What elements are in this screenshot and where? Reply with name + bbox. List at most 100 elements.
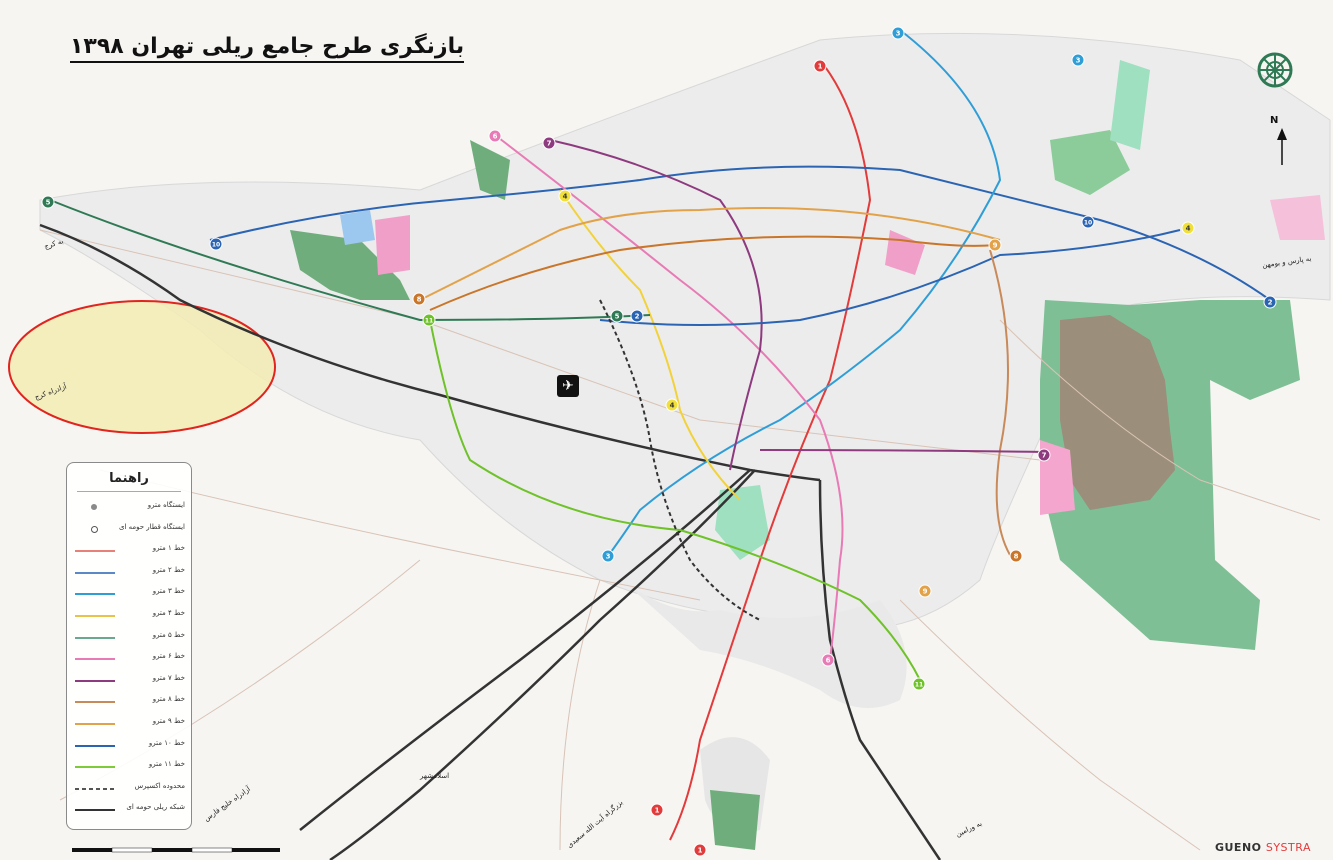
metro-line-badge[interactable]: 3 — [891, 26, 905, 40]
legend-item: خط ۹ مترو — [75, 717, 185, 731]
urban-area-south — [600, 560, 907, 708]
metro-line-badge-circle — [1263, 295, 1277, 309]
line-swatch — [75, 679, 115, 682]
legend-item: خط ۴ مترو — [75, 609, 185, 623]
metro-line-badge-circle — [630, 309, 644, 323]
metro-line-badge-label: 1 — [698, 847, 703, 855]
legend-item-label: خط ۵ مترو — [152, 630, 185, 639]
district-label-islamshahr: اسلامشهر — [420, 772, 450, 780]
park-islamshahr — [710, 790, 760, 850]
metro-line-badge-label: 11 — [425, 318, 433, 325]
line-swatch — [75, 636, 115, 639]
legend-item-label: خط ۹ مترو — [152, 717, 185, 725]
systra-logo: GUENO SYSTRA — [1215, 841, 1311, 854]
metro-line-5 — [49, 199, 651, 322]
metro-line-badge[interactable]: 1 — [693, 843, 707, 857]
metro-line-badge-circle — [813, 59, 827, 73]
metro-line-badge[interactable]: 1 — [650, 803, 664, 817]
map-title: بازنگری طرح جامع ریلی تهران ۱۳۹۸ — [70, 34, 465, 63]
legend-item-label: خط ۳ مترو — [152, 587, 185, 596]
metro-line-badge[interactable]: 4 — [665, 398, 679, 412]
metro-lines — [49, 29, 1271, 841]
metro-line-badge-circle — [488, 129, 502, 143]
metro-line-badge-label: 8 — [1014, 553, 1019, 561]
line-swatch — [75, 744, 115, 747]
legend-item: خط ۱۰ مترو — [75, 739, 185, 753]
metro-line-badge[interactable]: 9 — [918, 584, 932, 598]
metro-line-badge-label: 1 — [818, 63, 823, 71]
metro-line-badge[interactable]: 2 — [630, 309, 644, 323]
metro-line-badge[interactable]: 7 — [1037, 448, 1051, 462]
pink-zone-4 — [1270, 195, 1325, 240]
legend-item: ایستگاه قطار حومه ای — [75, 523, 185, 537]
legend-item: خط ۷ مترو — [75, 674, 185, 688]
park-north-west — [470, 140, 510, 200]
metro-line-badge[interactable]: 8 — [1009, 549, 1023, 563]
legend-item-label: خط ۲ مترو — [152, 565, 185, 574]
express-line — [599, 299, 761, 621]
metro-line-badge-circle — [918, 584, 932, 598]
metro-line-badge[interactable]: 3 — [601, 549, 615, 563]
metro-line-badge-label: 9 — [993, 242, 998, 250]
metro-line-badge[interactable]: 2 — [1263, 295, 1277, 309]
metro-line-2 — [209, 165, 1271, 301]
airport-icon: ✈ — [557, 375, 579, 397]
suburban-rail — [39, 223, 942, 860]
metro-line-badge[interactable]: 10 — [209, 237, 223, 251]
highlight-area[interactable] — [8, 300, 276, 434]
metro-line-6 — [494, 134, 844, 661]
metro-line-badge[interactable]: 6 — [488, 129, 502, 143]
metro-line-badge-label: 9 — [923, 588, 928, 596]
metro-line-badge-circle — [422, 313, 436, 327]
metro-line-badge[interactable]: 4 — [558, 189, 572, 203]
metro-line-badge-label: 5 — [615, 313, 620, 321]
metro-line-badge[interactable]: 4 — [1181, 221, 1195, 235]
metro-line-badge-label: 7 — [547, 140, 552, 148]
metro-line-badge-label: 1 — [655, 807, 660, 815]
metro-line-badge-circle — [1037, 448, 1051, 462]
metro-line-1 — [669, 59, 872, 841]
line-swatch — [75, 550, 115, 553]
legend-item-label: شبکه ریلی حومه ای — [126, 803, 185, 812]
tehran-municipality-logo-icon — [1257, 52, 1293, 88]
legend-item: خط ۱ مترو — [75, 544, 185, 558]
metro-line-badge[interactable]: 11 — [422, 313, 436, 327]
metro-line-badge-label: 4 — [563, 193, 568, 201]
metro-line-badge-label: 3 — [1076, 57, 1081, 65]
metro-line-badge-label: 7 — [1042, 452, 1047, 460]
legend-item-label: خط ۱ مترو — [152, 544, 185, 553]
metro-line-badge-circle — [821, 653, 835, 667]
metro-line-badge[interactable]: 1 — [813, 59, 827, 73]
metro-line-badge[interactable]: 5 — [41, 195, 55, 209]
metro-line-badge[interactable]: 11 — [912, 677, 926, 691]
line-swatch — [75, 701, 115, 704]
metro-line-badge-label: 4 — [1186, 225, 1191, 233]
metro-line-badge-label: 11 — [915, 682, 923, 689]
north-arrow-icon — [1277, 128, 1287, 165]
line-swatch — [75, 787, 115, 790]
legend-item-label: خط ۴ مترو — [152, 609, 185, 617]
metro-line-badge[interactable]: 5 — [610, 309, 624, 323]
metro-line-11 — [429, 319, 921, 681]
metro-line-badge-circle — [988, 238, 1002, 252]
metro-line-badge-circle — [1181, 221, 1195, 235]
metro-line-7 — [549, 139, 763, 471]
metro-line-10 — [599, 229, 1181, 326]
metro-line-badge-circle — [693, 843, 707, 857]
hills-east — [1060, 315, 1175, 510]
metro-line-badge[interactable]: 6 — [821, 653, 835, 667]
metro-line-badge[interactable]: 3 — [1071, 53, 1085, 67]
suburban-station-symbol-icon — [91, 525, 98, 533]
metro-line-badge[interactable]: 8 — [412, 292, 426, 306]
metro-line-badge[interactable]: 10 — [1081, 215, 1095, 229]
logo-suffix: SYSTRA — [1265, 841, 1311, 854]
park-north-east — [1050, 130, 1130, 195]
metro-line-badge-circle — [542, 136, 556, 150]
legend-item-label: خط ۱۰ مترو — [148, 738, 185, 747]
metro-line-badge[interactable]: 9 — [988, 238, 1002, 252]
metro-line-badge[interactable]: 7 — [542, 136, 556, 150]
legend-item: خط ۸ مترو — [75, 695, 185, 709]
